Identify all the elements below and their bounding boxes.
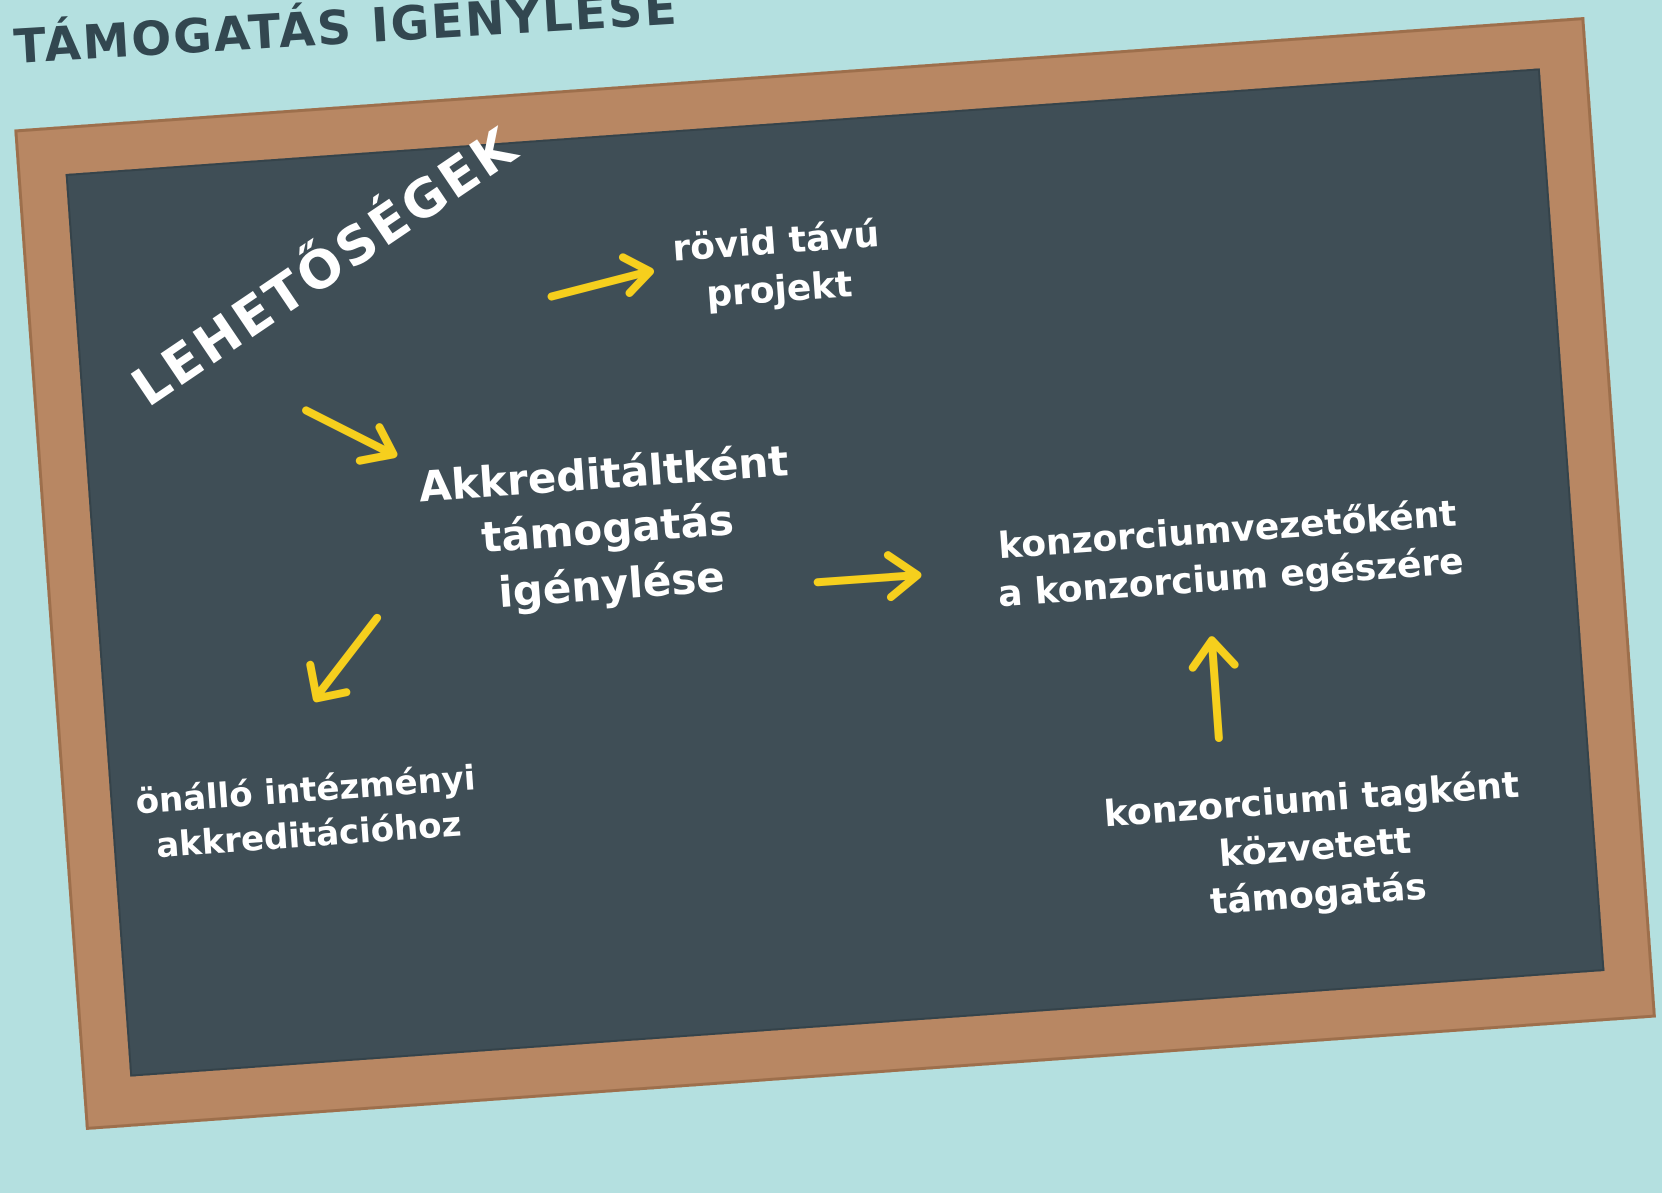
chalkboard-frame: LEHETŐSÉGEK rövid távú projekt Akkreditá… xyxy=(14,17,1656,1130)
consortium-leader-node: konzorciumvezetőként a konzorcium egészé… xyxy=(993,490,1465,618)
short-term-project-node: rövid távú projekt xyxy=(671,211,884,321)
chalkboard: LEHETŐSÉGEK rövid távú projekt Akkreditá… xyxy=(65,68,1605,1077)
consortium-member-node: konzorciumi tagként közvetett támogatás xyxy=(1102,762,1527,934)
arrow-member-to-leader-icon xyxy=(1188,636,1239,742)
accredited-support-node: Akkreditáltként támogatás igénylése xyxy=(417,433,798,625)
options-heading: LEHETŐSÉGEK xyxy=(121,115,530,419)
standalone-accreditation-node: önálló intézményi akkreditációhoz xyxy=(134,756,480,870)
arrow-to-accredited-icon xyxy=(302,406,398,465)
arrow-to-short-term-icon xyxy=(547,253,655,301)
arrow-to-consortium-leader-icon xyxy=(813,551,922,602)
arrow-to-standalone-icon xyxy=(306,613,382,703)
page-title: TÁMOGATÁS IGÉNYLÉSE xyxy=(12,0,680,75)
